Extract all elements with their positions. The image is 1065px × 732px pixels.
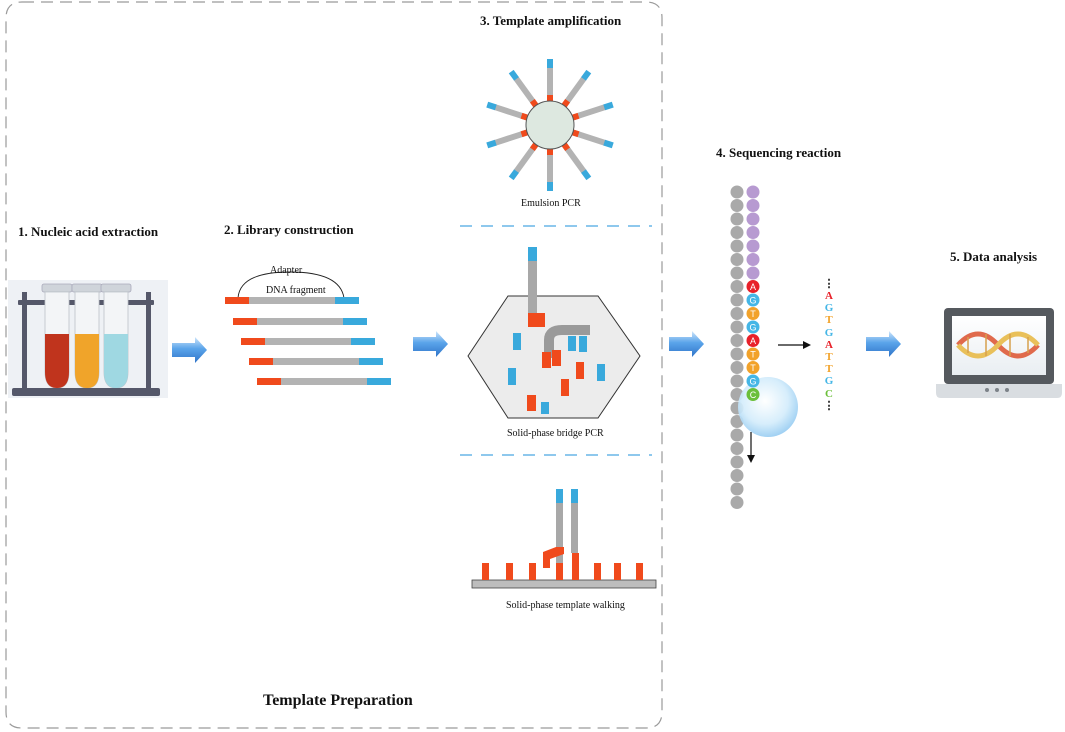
template-base-bead [730, 320, 744, 334]
incorporated-base-bead [746, 293, 760, 307]
read-dots-top: ⋮ [823, 278, 835, 290]
template-preparation-title: Template Preparation [263, 692, 413, 709]
template-base-bead [730, 307, 744, 320]
emulsion-pcr-label: Emulsion PCR [521, 198, 581, 209]
flow-arrow-icon [866, 331, 901, 357]
incorporated-base-letter: G [749, 377, 756, 387]
primer-base-bead [746, 199, 760, 212]
bead-template-strand [569, 101, 614, 122]
read-base-letter: A [825, 290, 833, 302]
down-arrow-icon [747, 432, 755, 463]
template-base-bead [730, 442, 744, 455]
primer-base-bead [746, 212, 760, 226]
dna-fragment-label: DNA fragment [266, 285, 326, 296]
test-tube-cyan [100, 283, 132, 389]
template-base-bead [730, 280, 744, 293]
template-walking-surface [471, 489, 657, 589]
template-walking-label: Solid-phase template walking [506, 600, 625, 611]
step-5-title: 5. Data analysis [950, 249, 1038, 264]
template-base-bead [730, 334, 744, 347]
bead-template-strand [486, 101, 531, 122]
primer-base-bead [746, 226, 760, 239]
incorporated-base-bead [746, 307, 760, 320]
read-base-letter: G [824, 375, 834, 388]
template-base-bead [730, 199, 744, 212]
incorporated-base-bead [746, 374, 760, 388]
incorporated-base-letter: G [749, 323, 756, 333]
bead-template-strand [547, 59, 553, 103]
bead-template-strand [547, 147, 553, 191]
test-tube-red [41, 283, 73, 389]
primer-base-bead [746, 253, 760, 266]
incorporated-base-bead [746, 361, 760, 374]
incorporated-base-letter: T [750, 363, 756, 373]
bead-template-strand [486, 128, 531, 149]
template-base-bead [730, 455, 744, 469]
read-base-letter: T [825, 363, 833, 376]
incorporated-base-bead [746, 334, 760, 347]
bead-template-strand [569, 128, 614, 149]
library-fragments [225, 297, 391, 385]
template-base-bead [730, 469, 744, 482]
template-base-bead [730, 266, 744, 280]
dna-helix-icon [956, 331, 1040, 359]
primer-base-bead [746, 266, 760, 280]
bead-template-strand [560, 69, 592, 109]
read-base-letter: G [824, 302, 834, 315]
bridge-pcr-flowcell [467, 247, 641, 419]
test-tube-orange [71, 283, 103, 389]
template-base-bead [730, 482, 744, 496]
read-base-letter: C [825, 387, 833, 400]
template-base-bead [730, 226, 744, 239]
right-arrow-icon [778, 341, 811, 349]
incorporated-base-letter: A [750, 282, 756, 292]
template-base-bead [730, 428, 744, 442]
template-base-bead [730, 347, 744, 361]
template-base-bead [730, 185, 744, 199]
read-dots-bottom: ⋮ [823, 400, 835, 412]
incorporated-base-bead [746, 347, 760, 361]
laptop-icon [936, 308, 1062, 398]
test-tube-rack-icon [8, 280, 168, 398]
read-base-letter: T [825, 314, 833, 327]
incorporated-base-bead [746, 388, 760, 401]
read-base-letter: G [824, 326, 834, 339]
incorporated-base-letter: A [750, 336, 756, 346]
incorporated-base-bead [746, 320, 760, 334]
polymerase-bubble [738, 377, 798, 437]
template-base-bead [730, 253, 744, 266]
bead-template-strand [560, 141, 592, 181]
template-base-bead [730, 361, 744, 374]
step-2-title: 2. Library construction [224, 222, 354, 237]
emulsion-bead [486, 59, 614, 191]
step-4-title: 4. Sequencing reaction [716, 145, 842, 160]
template-base-bead [730, 374, 744, 388]
flow-arrow-icon [669, 331, 704, 357]
incorporated-base-letter: T [750, 309, 756, 319]
template-base-bead [730, 212, 744, 226]
template-preparation-frame [5, 1, 663, 729]
step-1-title: 1. Nucleic acid extraction [18, 224, 159, 239]
bridge-pcr-label: Solid-phase bridge PCR [507, 428, 604, 439]
incorporated-base-letter: G [749, 296, 756, 306]
read-base-letter: A [825, 338, 833, 351]
incorporated-base-bead [746, 280, 760, 293]
sequencing-column [730, 185, 760, 509]
adapter-arc [237, 271, 345, 299]
incorporated-base-letter: T [750, 350, 756, 360]
flow-arrow-icon [413, 331, 448, 357]
read-base-letter: T [825, 351, 833, 363]
incorporated-base-letter: C [750, 390, 757, 400]
step-3-title: 3. Template amplification [480, 13, 622, 28]
bead-template-strand [508, 69, 540, 109]
flow-arrow-icon [172, 337, 207, 363]
primer-base-bead [746, 185, 760, 199]
primer-base-bead [746, 239, 760, 253]
bead-template-strand [508, 141, 540, 181]
template-base-bead [730, 293, 744, 307]
adapter-label: Adapter [270, 265, 303, 276]
template-base-bead [730, 496, 744, 509]
template-base-bead [730, 239, 744, 253]
